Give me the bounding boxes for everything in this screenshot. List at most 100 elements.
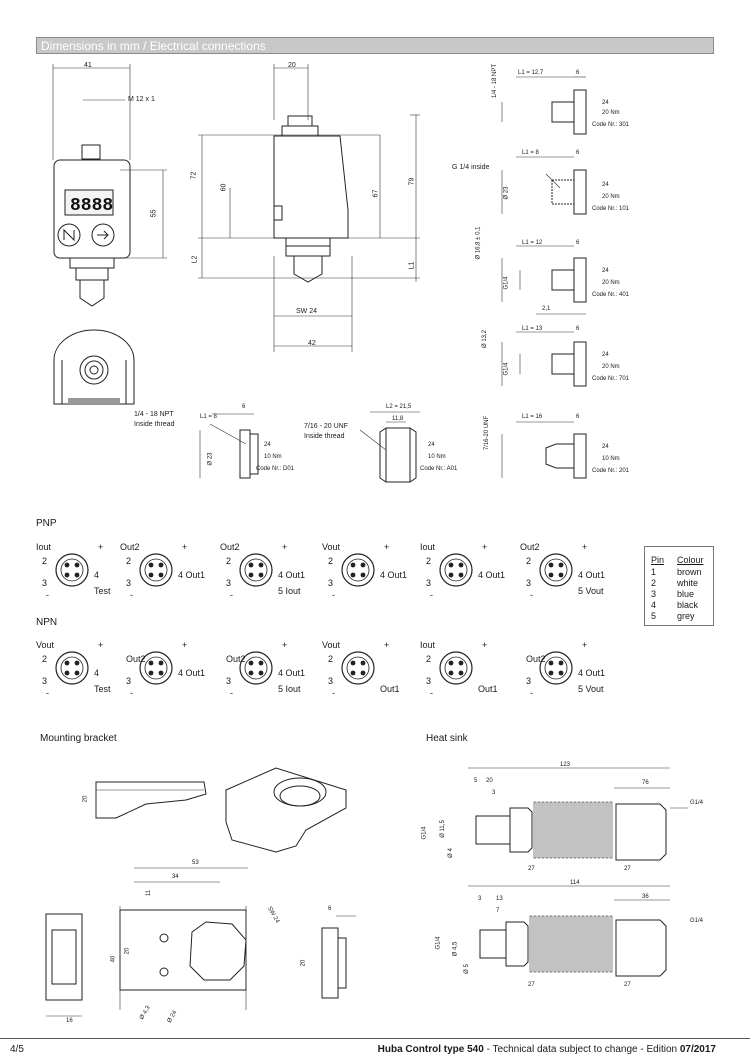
hs-top-thread: G1/4	[690, 800, 704, 806]
npn-label-l: Out2	[126, 654, 146, 664]
pnp-label-bl: -	[230, 590, 233, 600]
bracket-d20c: 20	[300, 959, 307, 967]
inside2-code: Code Nr.: A01	[420, 466, 458, 472]
npn-label-tr: +	[482, 640, 488, 650]
pnp-label-r: 4 Out1	[478, 570, 506, 580]
inside-thread-drawings	[199, 411, 420, 483]
connector-face-icon	[439, 553, 473, 587]
npn-label-l: 2	[42, 654, 48, 664]
inside2-l2: L2 = 21,5	[386, 404, 412, 410]
pin-3: 3	[651, 589, 657, 599]
side-dim-sw: SW 24	[296, 308, 318, 315]
pnp-label-l: 2	[42, 556, 48, 566]
conn4-left2: G1/4	[503, 362, 510, 376]
npn-label-bl: -	[332, 688, 335, 698]
bracket-d20a: 20	[82, 795, 89, 803]
hs-top-d5: 5	[474, 778, 478, 784]
pnp-label-tr: +	[582, 542, 588, 552]
front-view-drawing: 8888	[52, 64, 167, 307]
pnp-label-r: 4 Out1	[578, 570, 606, 580]
pnp-label-r: 4 Out1	[278, 570, 306, 580]
npn-label-b: 3	[226, 676, 232, 686]
hs-top-d20: 20	[486, 778, 493, 784]
pnp-label-r: 4 Out1	[380, 570, 408, 580]
hs-top-sw1: 27	[528, 866, 535, 872]
pnp-label-l: 2	[426, 556, 432, 566]
npn-label-l: 2	[426, 654, 432, 664]
bracket-d11: 11	[146, 889, 153, 897]
bracket-d6: 6	[328, 906, 332, 912]
conn4-left: Ø 13,2	[482, 329, 489, 349]
pnp-label: PNP	[36, 518, 57, 529]
inside1-title: 1/4 - 18 NPT	[134, 411, 174, 418]
npn-label-l: 2	[328, 654, 334, 664]
connector-face-icon	[239, 553, 273, 587]
pnp-label-br: 5 Vout	[578, 586, 604, 596]
conn3-w: 6	[576, 240, 580, 246]
inside2-torque2: 10 Nm	[428, 454, 446, 460]
side-dim-top: 20	[288, 62, 296, 69]
hs-top-left: G1/4	[421, 826, 428, 840]
conn2-l1: L1 = 8	[522, 150, 539, 156]
conn5-code: Code Nr.: 201	[592, 468, 630, 474]
hs-top-d76: 76	[642, 780, 649, 786]
pnp-label-l: 2	[226, 556, 232, 566]
pnp-label-br: Test	[94, 586, 111, 596]
npn-label-b: 3	[42, 676, 48, 686]
colour-2: white	[677, 578, 699, 588]
pnp-label-bl: -	[130, 590, 133, 600]
npn-label-l: Out2	[226, 654, 246, 664]
mounting-bracket-title: Mounting bracket	[40, 733, 117, 744]
npn-label-tr: +	[182, 640, 188, 650]
npn-label-br: 5 Vout	[578, 684, 604, 694]
conn2-label: G 1/4 inside	[452, 164, 490, 171]
bracket-d40: 40	[110, 955, 117, 963]
hs-top-sw2: 27	[624, 866, 631, 872]
connector-face-icon	[239, 651, 273, 685]
colour-3: blue	[677, 589, 695, 599]
pnp-label-bl: -	[430, 590, 433, 600]
npn-label-b: 3	[526, 676, 532, 686]
npn-label-bl: -	[430, 688, 433, 698]
footer-note: - Technical data subject to change - Edi…	[483, 1044, 680, 1055]
pnp-label-r: 4 Out1	[178, 570, 206, 580]
hs-bot-d13: 13	[496, 896, 503, 902]
npn-label: NPN	[36, 617, 58, 628]
hs-top-total: 123	[560, 762, 571, 768]
pnp-label-tr: +	[98, 542, 104, 552]
conn1-l1: L1 = 12,7	[518, 70, 544, 76]
conn3-torque1: 24	[602, 268, 609, 274]
hs-top-d3: 3	[492, 790, 496, 796]
heat-sink-title: Heat sink	[426, 733, 468, 744]
footer-product: Huba Control type 540	[377, 1044, 484, 1055]
inside1-l1: L1 = 8	[200, 414, 217, 420]
pnp-label-l: 2	[526, 556, 532, 566]
hs-bot-sw2: 27	[624, 982, 631, 988]
hs-bot-d3: 3	[478, 896, 482, 902]
pnp-label-bl: -	[46, 590, 49, 600]
npn-label-br: Out1	[478, 684, 498, 694]
dim-thread: M 12 x 1	[128, 96, 155, 103]
npn-label-br: 5 Iout	[278, 684, 301, 694]
connector-face-icon	[439, 651, 473, 685]
npn-label-b: 3	[426, 676, 432, 686]
npn-label-bl: -	[230, 688, 233, 698]
connector-drawings	[501, 76, 587, 479]
connector-face-icon	[139, 651, 173, 685]
conn3-extra: 2,1	[542, 306, 551, 312]
bracket-d16: 16	[66, 1018, 73, 1024]
conn4-torque1: 24	[602, 352, 609, 358]
conn5-w: 6	[576, 414, 580, 420]
conn1-code: Code Nr.: 301	[592, 122, 630, 128]
conn5-left: 7/16-20 UNF	[484, 415, 491, 451]
connector-face-icon	[341, 553, 375, 587]
inside1-w: 6	[242, 404, 246, 410]
npn-label-tl: Vout	[322, 640, 341, 650]
